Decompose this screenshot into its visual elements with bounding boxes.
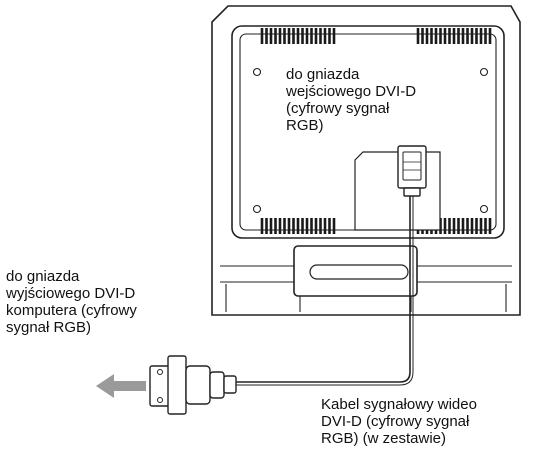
dvi-plug-icon [149,355,237,415]
computer-output-label: do gniazda wyjściowego DVI-D komputera (… [6,268,137,336]
dvi-cable [236,196,414,386]
cable-label: Kabel sygnałowy wideo DVI-D (cyfrowy syg… [321,396,477,447]
arrow-left-icon [96,374,146,398]
dvi-connector-icon [354,145,441,231]
monitor-input-label: do gniazda wejściowego DVI-D (cyfrowy sy… [286,66,417,134]
vent-top [260,28,492,44]
